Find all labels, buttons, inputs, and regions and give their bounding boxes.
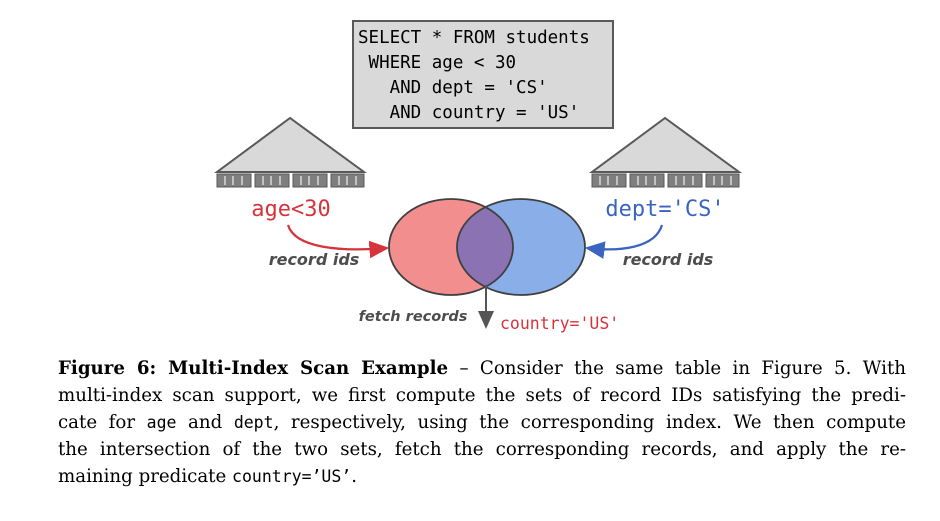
caption-line-5-a: maining predicate: [58, 466, 233, 487]
right-record-ids-arrow: [584, 224, 664, 259]
code-age: age: [146, 413, 177, 432]
left-record-ids-arrow: [286, 224, 390, 259]
caption-line-1: Figure 6: Multi-Index Scan Example – Con…: [58, 355, 906, 382]
remaining-predicate-label: country='US': [500, 314, 619, 333]
multi-index-diagram: age<30 dept='CS' record ids record ids f…: [213, 116, 743, 333]
figure-caption: Figure 6: Multi-Index Scan Example – Con…: [58, 355, 906, 490]
sql-line-2: WHERE age < 30: [358, 53, 517, 73]
left-tree-triangle: [213, 116, 368, 173]
right-index-tree: [588, 116, 743, 188]
right-tree-triangle: [588, 116, 743, 173]
sql-line-4: AND country = 'US': [358, 103, 580, 123]
figure-label: Figure 6: Multi-Index Scan Example: [58, 358, 449, 379]
caption-line-3-a: cate for: [58, 412, 147, 433]
sql-line-1: SELECT * FROM students: [358, 28, 590, 48]
fetch-records-label: fetch records: [359, 309, 468, 325]
left-record-ids-label: record ids: [269, 250, 360, 269]
code-country: country=’US’: [232, 467, 352, 486]
sql-query-box: SELECT * FROM students WHERE age < 30 AN…: [352, 20, 614, 129]
caption-line-5-b: .: [351, 466, 358, 487]
caption-line-1-text: Consider the same table in Figure 5. Wit…: [479, 358, 906, 379]
caption-line-3-b: and: [176, 412, 234, 433]
right-record-ids-label: record ids: [623, 250, 714, 269]
sql-line-3: AND dept = 'CS': [358, 78, 548, 98]
right-tree-leaves: [591, 173, 740, 188]
caption-line-4: the intersection of the two sets, fetch …: [58, 439, 906, 460]
caption-line-2: multi-index scan support, we first compu…: [58, 385, 906, 406]
code-dept: dept: [233, 413, 274, 432]
caption-line-3: cate for age and dept, respectively, usi…: [58, 409, 906, 436]
caption-line-3-c: , respectively, using the corresponding …: [273, 412, 906, 433]
caption-line-5: maining predicate country=’US’.: [58, 463, 906, 490]
left-tree-leaves: [216, 173, 365, 188]
caption-dash: –: [448, 358, 480, 379]
venn-diagram: [388, 198, 586, 296]
right-predicate-label: dept='CS': [605, 197, 724, 222]
left-predicate-label: age<30: [251, 197, 330, 222]
left-index-tree: [213, 116, 368, 188]
intersection-region: [457, 199, 513, 295]
